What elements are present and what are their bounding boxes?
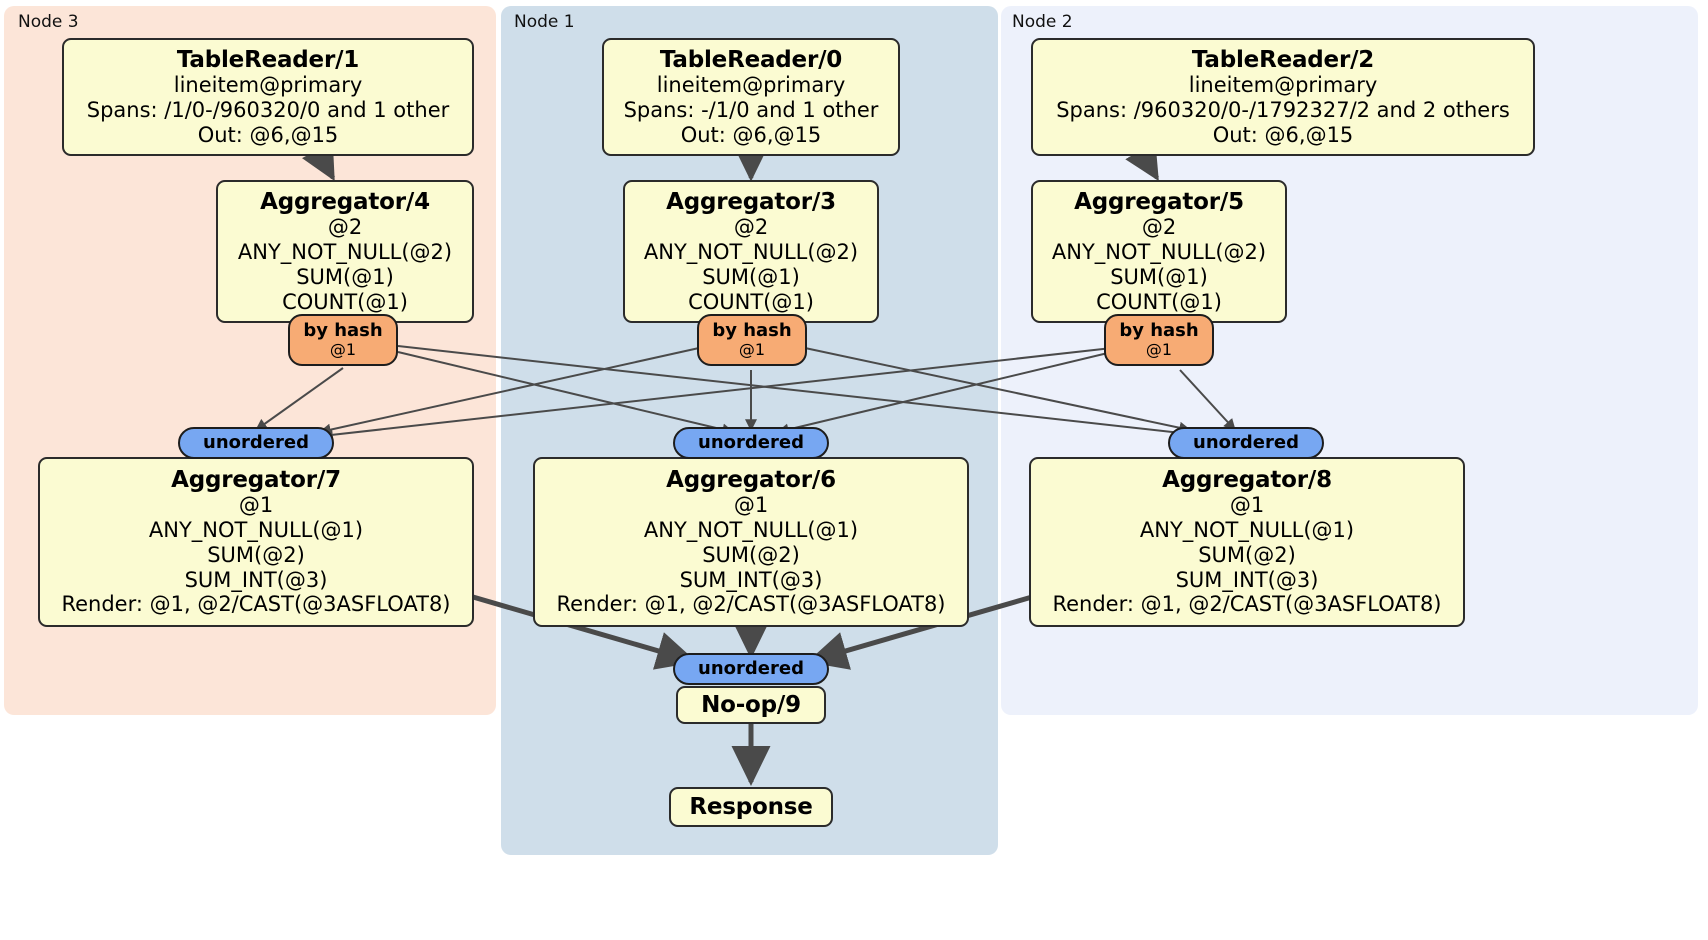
box-line: @1 [238, 493, 274, 518]
box-line: SUM(@1) [1110, 264, 1208, 289]
pill-unordered-final[interactable]: unordered [673, 653, 829, 685]
edge-tablereader2-aggregator5 [1125, 141, 1159, 182]
box-response[interactable]: Response [669, 787, 833, 827]
box-noop9[interactable]: No-op/9 [676, 686, 826, 724]
box-tablereader0[interactable]: TableReader/0 lineitem@primary Spans: -/… [602, 38, 900, 156]
pill-by-hash-aggregator5[interactable]: by hash @1 [1104, 314, 1214, 366]
edge-hash5-unordered-left [320, 347, 1113, 441]
pill-title: by hash [303, 319, 383, 341]
box-line: SUM_INT(@3) [184, 567, 328, 592]
pill-unordered-left[interactable]: unordered [178, 427, 334, 459]
box-title: Aggregator/3 [666, 188, 836, 215]
box-title: Aggregator/4 [260, 188, 430, 215]
box-line: SUM(@1) [702, 264, 800, 289]
box-line: @2 [327, 215, 363, 240]
pill-title: unordered [1193, 431, 1299, 453]
box-line: ANY_NOT_NULL(@2) [643, 240, 859, 265]
box-line: SUM(@2) [1198, 542, 1296, 567]
box-line: Spans: /960320/0-/1792327/2 and 2 others [1056, 97, 1510, 122]
box-aggregator8[interactable]: Aggregator/8 @1 ANY_NOT_NULL(@1) SUM(@2)… [1029, 457, 1465, 627]
box-line: SUM(@1) [296, 264, 394, 289]
box-line: @1 [1229, 493, 1265, 518]
box-line: Out: @6,@15 [197, 122, 339, 147]
box-line: Render: @1, @2/CAST(@3ASFLOAT8) [1052, 592, 1442, 617]
box-title: Response [689, 793, 813, 820]
edge-hash5-unordered-mid [776, 351, 1113, 436]
edge-hash3-unordered-left [318, 347, 700, 436]
box-title: Aggregator/8 [1162, 466, 1332, 493]
box-line: Render: @1, @2/CAST(@3ASFLOAT8) [556, 592, 946, 617]
box-title: Aggregator/5 [1074, 188, 1244, 215]
box-line: Render: @1, @2/CAST(@3ASFLOAT8) [61, 592, 451, 617]
box-line: SUM_INT(@3) [679, 567, 823, 592]
box-line: lineitem@primary [173, 73, 363, 98]
box-tablereader1[interactable]: TableReader/1 lineitem@primary Spans: /1… [62, 38, 474, 156]
box-line: Spans: -/1/0 and 1 other [623, 97, 879, 122]
panel-label-node3: Node 3 [18, 12, 79, 32]
box-title: TableReader/1 [176, 46, 360, 73]
box-line: COUNT(@1) [688, 289, 814, 314]
box-title: Aggregator/6 [666, 466, 836, 493]
pill-unordered-right[interactable]: unordered [1168, 427, 1324, 459]
pill-title: unordered [698, 657, 804, 679]
box-line: lineitem@primary [1188, 73, 1378, 98]
panel-label-node2: Node 2 [1012, 12, 1073, 32]
box-line: ANY_NOT_NULL(@1) [148, 518, 364, 543]
box-line: ANY_NOT_NULL(@2) [237, 240, 453, 265]
edge-hash4-unordered-right [397, 345, 1192, 439]
box-line: COUNT(@1) [1096, 289, 1222, 314]
edge-aggregator7-unordered-final [472, 594, 697, 670]
edge-hash4-unordered-mid [397, 351, 735, 436]
box-title: No-op/9 [701, 691, 801, 718]
box-tablereader2[interactable]: TableReader/2 lineitem@primary Spans: /9… [1031, 38, 1535, 156]
edge-hash5-unordered-right [1179, 369, 1236, 431]
box-line: SUM_INT(@3) [1175, 567, 1319, 592]
pill-title: by hash [712, 319, 792, 341]
box-line: Spans: /1/0-/960320/0 and 1 other [86, 97, 450, 122]
box-aggregator7[interactable]: Aggregator/7 @1 ANY_NOT_NULL(@1) SUM(@2)… [38, 457, 474, 627]
edge-hash4-unordered-left [255, 367, 344, 431]
box-line: ANY_NOT_NULL(@1) [1139, 518, 1355, 543]
box-line: @2 [733, 215, 769, 240]
edge-hash3-unordered-right [804, 347, 1192, 434]
box-title: Aggregator/7 [171, 466, 341, 493]
pill-subtitle: @1 [329, 339, 357, 359]
box-aggregator5[interactable]: Aggregator/5 @2 ANY_NOT_NULL(@2) SUM(@1)… [1031, 180, 1287, 323]
box-line: ANY_NOT_NULL(@2) [1051, 240, 1267, 265]
box-line: lineitem@primary [656, 73, 846, 98]
panel-label-node1: Node 1 [514, 12, 575, 32]
box-aggregator4[interactable]: Aggregator/4 @2 ANY_NOT_NULL(@2) SUM(@1)… [216, 180, 474, 323]
box-title: TableReader/2 [1191, 46, 1375, 73]
box-aggregator3[interactable]: Aggregator/3 @2 ANY_NOT_NULL(@2) SUM(@1)… [623, 180, 879, 323]
pill-title: unordered [698, 431, 804, 453]
edge-aggregator8-unordered-final [807, 594, 1033, 670]
box-line: SUM(@2) [702, 542, 800, 567]
edge-tablereader1-aggregator4 [302, 141, 335, 182]
pill-subtitle: @1 [738, 339, 766, 359]
box-line: Out: @6,@15 [1212, 122, 1354, 147]
pill-unordered-middle[interactable]: unordered [673, 427, 829, 459]
box-line: @2 [1141, 215, 1177, 240]
box-line: SUM(@2) [207, 542, 305, 567]
pill-by-hash-aggregator3[interactable]: by hash @1 [697, 314, 807, 366]
pill-by-hash-aggregator4[interactable]: by hash @1 [288, 314, 398, 366]
pill-subtitle: @1 [1145, 339, 1173, 359]
box-line: COUNT(@1) [282, 289, 408, 314]
box-line: ANY_NOT_NULL(@1) [643, 518, 859, 543]
box-title: TableReader/0 [659, 46, 843, 73]
box-line: Out: @6,@15 [680, 122, 822, 147]
box-line: @1 [733, 493, 769, 518]
box-aggregator6[interactable]: Aggregator/6 @1 ANY_NOT_NULL(@1) SUM(@2)… [533, 457, 969, 627]
pill-title: unordered [203, 431, 309, 453]
pill-title: by hash [1119, 319, 1199, 341]
